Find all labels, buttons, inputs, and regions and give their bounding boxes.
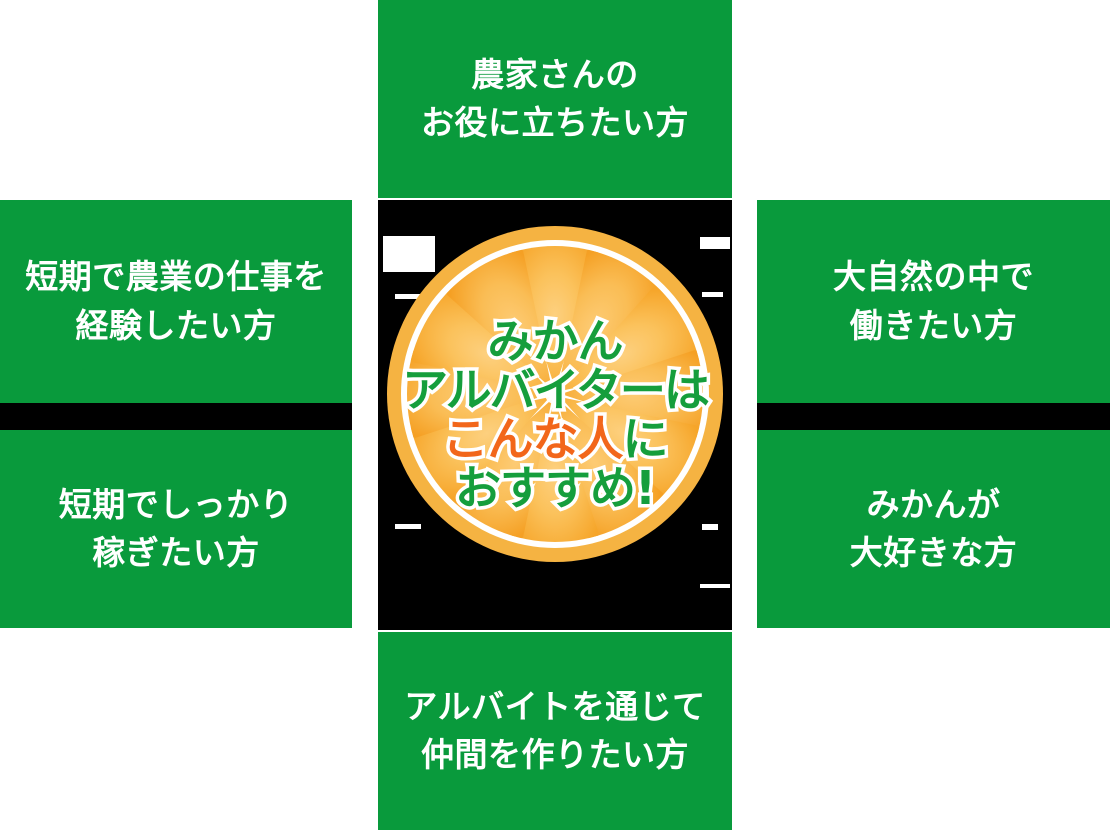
panel-work-in-nature: 大自然の中で 働きたい方 bbox=[757, 200, 1110, 403]
render-artifact bbox=[700, 584, 730, 588]
render-artifact bbox=[383, 236, 435, 272]
panel-farmer-help-label: 農家さんの お役に立ちたい方 bbox=[421, 54, 689, 143]
mikan-slice-icon bbox=[383, 222, 727, 566]
render-artifact bbox=[395, 524, 421, 529]
panel-love-mikan: みかんが 大好きな方 bbox=[757, 430, 1110, 628]
render-artifact bbox=[700, 237, 730, 249]
right-column-divider bbox=[757, 403, 1110, 430]
panel-love-mikan-label: みかんが 大好きな方 bbox=[849, 484, 1018, 573]
panel-make-friends: アルバイトを通じて 仲間を作りたい方 bbox=[378, 632, 732, 830]
panel-farmer-help: 農家さんの お役に立ちたい方 bbox=[378, 0, 732, 198]
panel-short-term-earn-label: 短期でしっかり 稼ぎたい方 bbox=[58, 484, 294, 573]
left-column-divider bbox=[0, 403, 352, 430]
panel-work-in-nature-label: 大自然の中で 働きたい方 bbox=[833, 257, 1034, 345]
center-badge-stage: みかん アルバイターは こんな人に おすすめ! bbox=[378, 200, 732, 630]
panel-make-friends-label: アルバイトを通じて 仲間を作りたい方 bbox=[404, 686, 706, 775]
render-artifact bbox=[395, 294, 421, 299]
render-artifact bbox=[702, 292, 723, 297]
panel-short-term-earn: 短期でしっかり 稼ぎたい方 bbox=[0, 430, 352, 628]
panel-short-term-experience-label: 短期で農業の仕事を 経験したい方 bbox=[25, 257, 327, 345]
panel-short-term-experience: 短期で農業の仕事を 経験したい方 bbox=[0, 200, 352, 403]
render-artifact bbox=[702, 524, 718, 530]
